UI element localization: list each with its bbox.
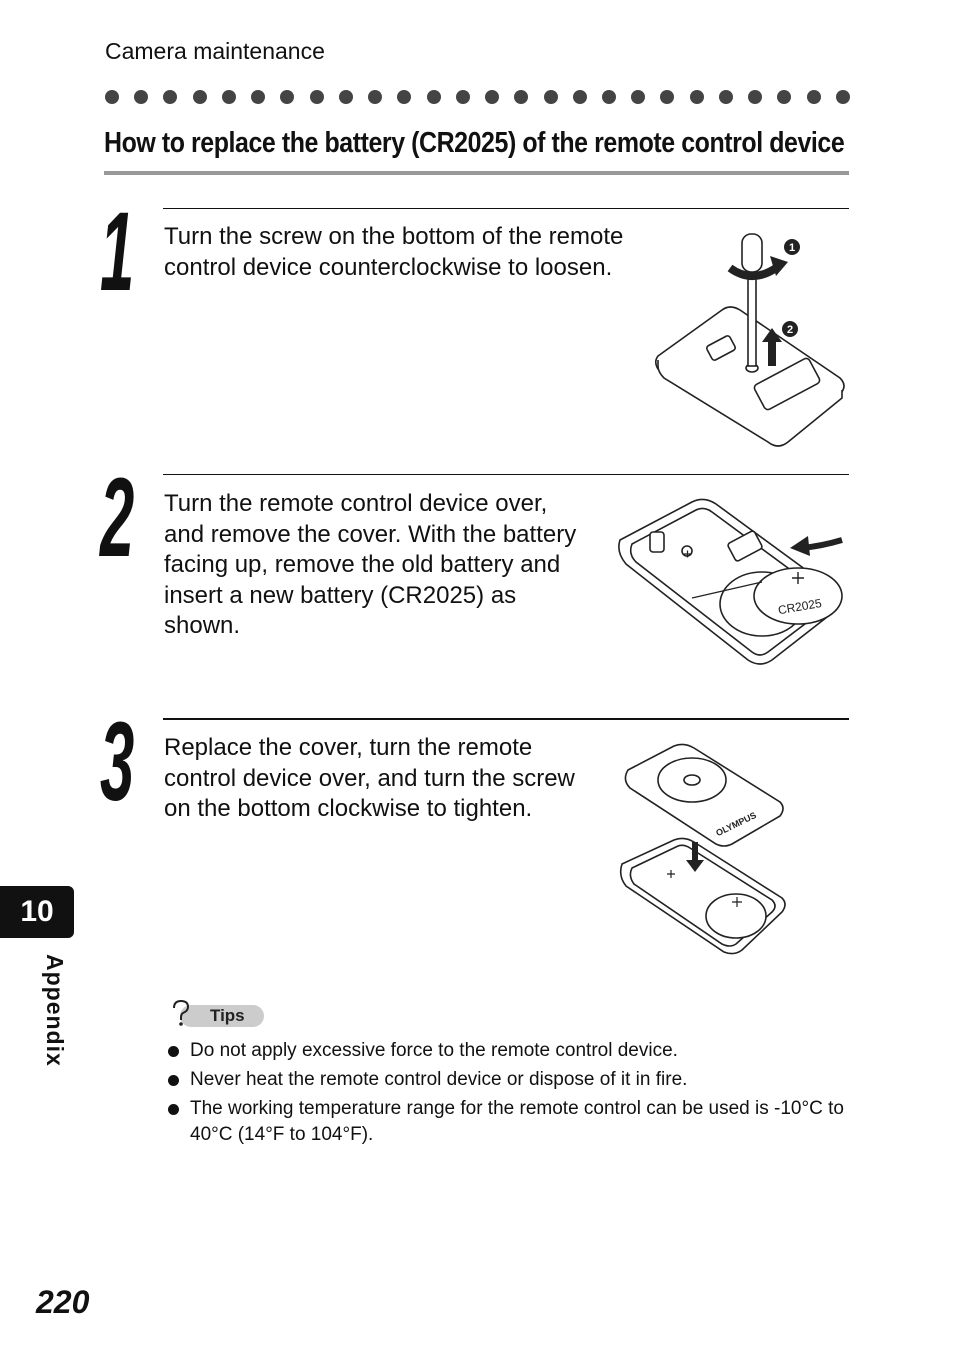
list-item: Never heat the remote control device or … [168, 1067, 858, 1093]
chapter-tab: 10 [0, 886, 74, 938]
tips-label: Tips [210, 1006, 245, 1025]
section-label: Camera maintenance [105, 38, 325, 64]
battery-replace-illustration: CR2025 [618, 498, 843, 665]
step-1-number: 1 [100, 189, 135, 314]
step-1-text: Turn the screw on the bottom of the remo… [164, 223, 624, 281]
page-number: 220 [36, 1284, 90, 1320]
remote-screw-illustration: 1 2 [654, 233, 845, 447]
step-2-number: 2 [100, 455, 135, 580]
marker-2: 2 [787, 324, 793, 336]
bullet-icon [168, 1075, 179, 1086]
tips-list: Do not apply excessive force to the remo… [168, 1038, 858, 1151]
step-2-text: Turn the remote control device over, and… [164, 490, 577, 639]
page-title: How to replace the battery (CR2025) of t… [104, 127, 845, 159]
title-underline [104, 171, 849, 175]
step-3-rule [163, 718, 849, 720]
marker-1: 1 [789, 242, 795, 254]
step-3-number: 3 [100, 699, 135, 824]
question-icon [173, 999, 190, 1026]
bullet-icon [168, 1046, 179, 1057]
list-item: The working temperature range for the re… [168, 1096, 858, 1148]
cover-replace-illustration: OLYMPUS [619, 743, 786, 955]
step-1-rule [163, 208, 849, 209]
step-3-text: Replace the cover, turn the remote contr… [164, 734, 575, 822]
bullet-icon [168, 1104, 179, 1115]
chapter-name: Appendix [42, 954, 68, 1067]
dot-divider [105, 90, 850, 106]
list-item: Do not apply excessive force to the remo… [168, 1038, 858, 1064]
step-2-rule [163, 474, 849, 475]
tips-badge: Tips [168, 998, 266, 1030]
